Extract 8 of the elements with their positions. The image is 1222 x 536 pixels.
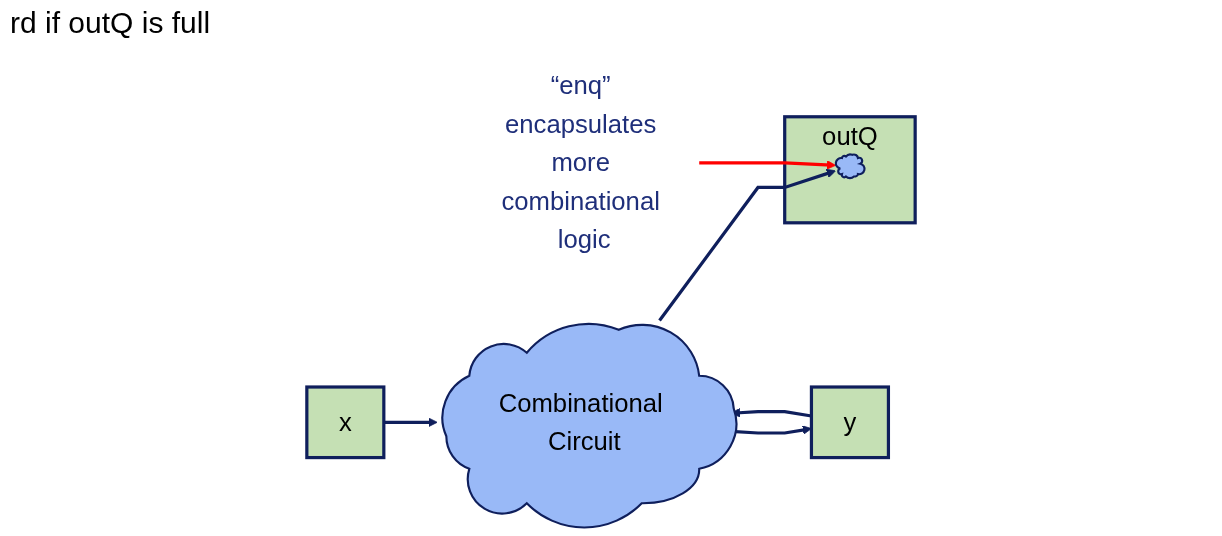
arrow: [658, 168, 837, 322]
note-text: rd if outQ is full: [10, 6, 211, 40]
node-cloud: [834, 153, 866, 180]
arrow: [699, 160, 837, 170]
cluster: outQ: [783, 115, 917, 225]
node-box: y: [809, 385, 891, 460]
node-text: “enq” encapsulates more combinational logic: [501, 70, 660, 254]
node-box: x: [305, 385, 386, 460]
